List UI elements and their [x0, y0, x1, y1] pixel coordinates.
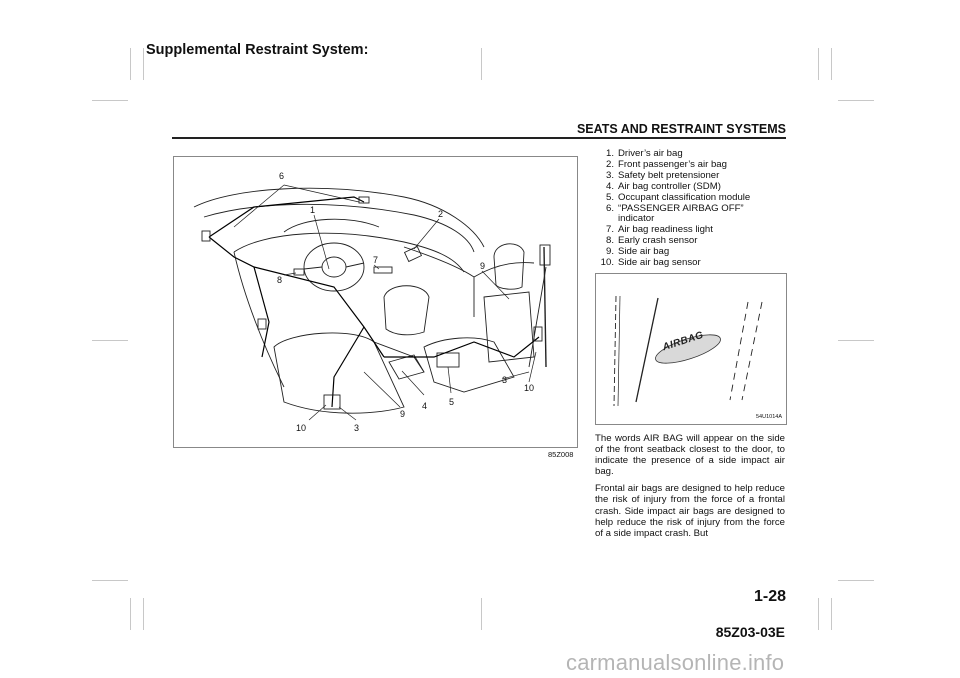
- legend-number: 3.: [605, 169, 614, 181]
- callout-8: 6: [279, 171, 285, 181]
- srs-component-illustration: 6 1 2 7 8 9 3 10 5 4 9 3 10: [173, 156, 578, 448]
- legend-number: 8.: [605, 235, 614, 247]
- legend-number: 6.: [605, 202, 614, 214]
- legend-label: Side air bag sensor: [618, 257, 701, 269]
- small-figure-code: 54U1014A: [756, 414, 782, 420]
- legend-label: Side air bag: [618, 246, 670, 258]
- legend-item: 8. Early crash sensor: [597, 235, 750, 247]
- section-label: Supplemental Restraint System:: [146, 42, 369, 58]
- legend-number: 1.: [605, 148, 614, 159]
- figure-code: 85Z008: [548, 450, 574, 459]
- steering-wheel: [303, 242, 365, 292]
- callout-9-front: 9: [400, 409, 406, 419]
- page-number: 1-28: [753, 588, 786, 605]
- legend-label: “PASSENGER AIRBAG OFF”: [618, 202, 744, 214]
- legend-label: Occupant classification module: [618, 191, 751, 203]
- legend-item: indicator: [597, 214, 750, 225]
- legend-label: Air bag readiness light: [618, 224, 713, 236]
- legend-item: 4. Air bag controller (SDM): [597, 180, 750, 193]
- legend-label: Driver’s air bag: [618, 148, 683, 159]
- legend-item: 9. Side air bag: [597, 246, 750, 258]
- legend-item: 2. Front passenger’s air bag: [597, 158, 750, 171]
- legend-label: Early crash sensor: [618, 235, 698, 247]
- seatback-airbag-label-illustration: AIRBAG 54U1014A: [595, 273, 787, 425]
- header-rule: [172, 137, 786, 139]
- legend-number: 5.: [605, 191, 614, 203]
- legend-item: 3. Safety belt pretensioner: [597, 169, 750, 182]
- paragraph-airbag-purpose: Frontal air bags are designed to help re…: [595, 483, 785, 539]
- legend-number: 7.: [605, 224, 614, 236]
- callout-2: 2: [438, 209, 444, 219]
- callout-10-right: 10: [524, 383, 535, 393]
- legend-item: 10. Side air bag sensor: [597, 257, 750, 269]
- legend-number: 9.: [605, 246, 614, 258]
- callout-1: 1: [310, 205, 316, 215]
- callout-5: 5: [449, 397, 455, 407]
- callout-6: 7: [373, 255, 379, 265]
- chapter-title: SEATS AND RESTRAINT SYSTEMS: [576, 122, 786, 136]
- legend-item: 7. Air bag readiness light: [597, 224, 750, 236]
- airbag-tag: [655, 334, 721, 364]
- seatback-drawing: [613, 295, 763, 407]
- document-code: 85Z03-03E: [715, 624, 785, 640]
- paragraph-airbag-words: The words AIR BAG will appear on the sid…: [595, 433, 785, 478]
- callout-7: 8: [277, 275, 283, 285]
- legend-number: 2.: [605, 158, 614, 170]
- body-text: The words AIR BAG will appear on the sid…: [595, 433, 785, 545]
- component-legend: 1. Driver’s air bag 2. Front passenger’s ai…: [597, 148, 751, 269]
- legend-label: Front passenger’s air bag: [618, 158, 727, 170]
- legend-number: 10.: [600, 257, 614, 269]
- legend-label: Safety belt pretensioner: [618, 169, 720, 181]
- callout-10-left: 10: [296, 423, 307, 433]
- legend-item: 6. “PASSENGER AIRBAG OFF”: [597, 202, 750, 215]
- legend-label: Air bag controller (SDM): [618, 180, 721, 192]
- legend-label: indicator: [618, 213, 655, 225]
- car-interior-drawing: [193, 184, 551, 421]
- legend-number: 4.: [605, 180, 614, 192]
- legend-item: 1. Driver’s air bag: [597, 148, 750, 160]
- callout-4: 4: [422, 401, 428, 411]
- legend-item: 5. Occupant classification module: [597, 191, 751, 204]
- callout-3-left: 3: [354, 423, 360, 433]
- callout-3-right: 3: [502, 375, 508, 385]
- watermark: carmanualsonline.info: [566, 650, 785, 675]
- callout-9-rear: 9: [480, 261, 486, 271]
